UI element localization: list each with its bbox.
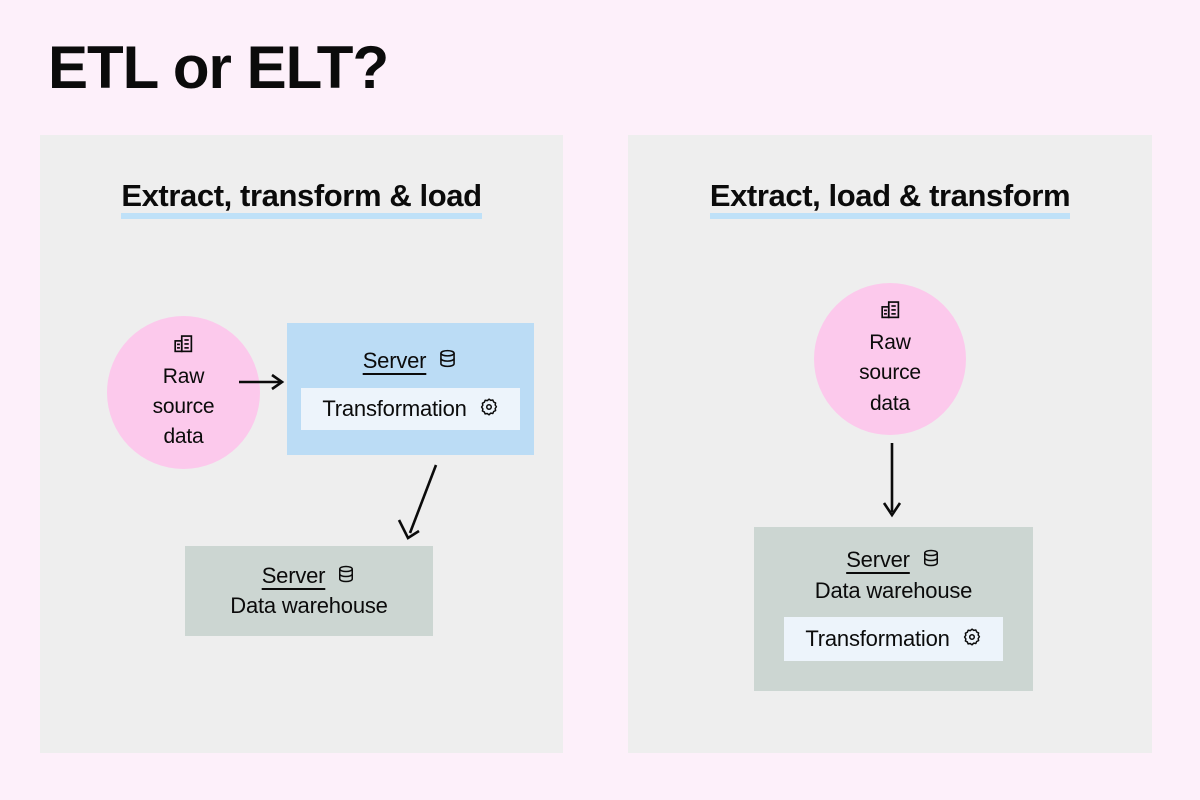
etl-raw-source-data-circle[interactable]: Raw source data [107,316,260,469]
elt-source-label-line-1: Raw [869,331,911,355]
panel-elt-heading-text: Extract, load & transform [709,178,1071,213]
panel-etl: Extract, transform & load Raw source dat… [40,135,563,753]
database-icon [921,548,941,573]
elt-data-warehouse-box[interactable]: Server Data warehouse Transformation [754,527,1033,691]
arrow-server-to-warehouse [397,464,438,540]
page-title: ETL or ELT? [48,34,389,101]
elt-raw-source-data-circle[interactable]: Raw source data [814,283,966,435]
heading-underline [709,213,1071,220]
elt-warehouse-server-label: Server [846,547,910,572]
gear-icon [962,627,982,652]
elt-source-label-line-3: data [869,391,911,415]
etl-warehouse-server-row: Server [262,563,357,589]
etl-source-label-line-1: Raw [162,364,205,388]
elt-transformation-box[interactable]: Transformation [784,617,1003,661]
panel-etl-heading-text: Extract, transform & load [121,178,482,213]
etl-source-label-line-2: source [152,394,215,418]
building-icon [880,299,901,325]
gear-icon [479,397,499,422]
etl-transformation-label: Transformation [322,396,467,421]
etl-server-box[interactable]: Server Transformation [287,323,534,455]
arrow-source-to-warehouse [882,443,902,518]
elt-warehouse-sublabel: Data warehouse [814,578,973,603]
etl-warehouse-sublabel: Data warehouse [230,593,388,618]
etl-transformation-box[interactable]: Transformation [301,388,520,430]
database-icon [336,564,356,589]
elt-source-label-line-2: source [859,361,921,385]
database-icon [437,348,458,374]
panel-elt-heading-wrap: Extract, load & transform [628,178,1152,230]
etl-source-label-line-3: data [163,425,204,448]
arrow-source-to-server [239,373,285,391]
etl-server-label: Server [362,348,427,373]
etl-data-warehouse-box[interactable]: Server Data warehouse [185,546,433,636]
elt-transformation-label: Transformation [805,626,950,651]
panel-etl-heading-wrap: Extract, transform & load [40,178,563,230]
panel-elt: Extract, load & transform Raw source dat… [628,135,1152,753]
etl-warehouse-server-label: Server [261,563,326,588]
heading-underline [121,213,482,220]
panel-etl-heading: Extract, transform & load [121,178,482,230]
building-icon [173,333,194,359]
panel-elt-heading: Extract, load & transform [709,178,1071,230]
etl-server-row: Server [363,348,459,374]
elt-warehouse-server-row: Server [846,547,941,573]
